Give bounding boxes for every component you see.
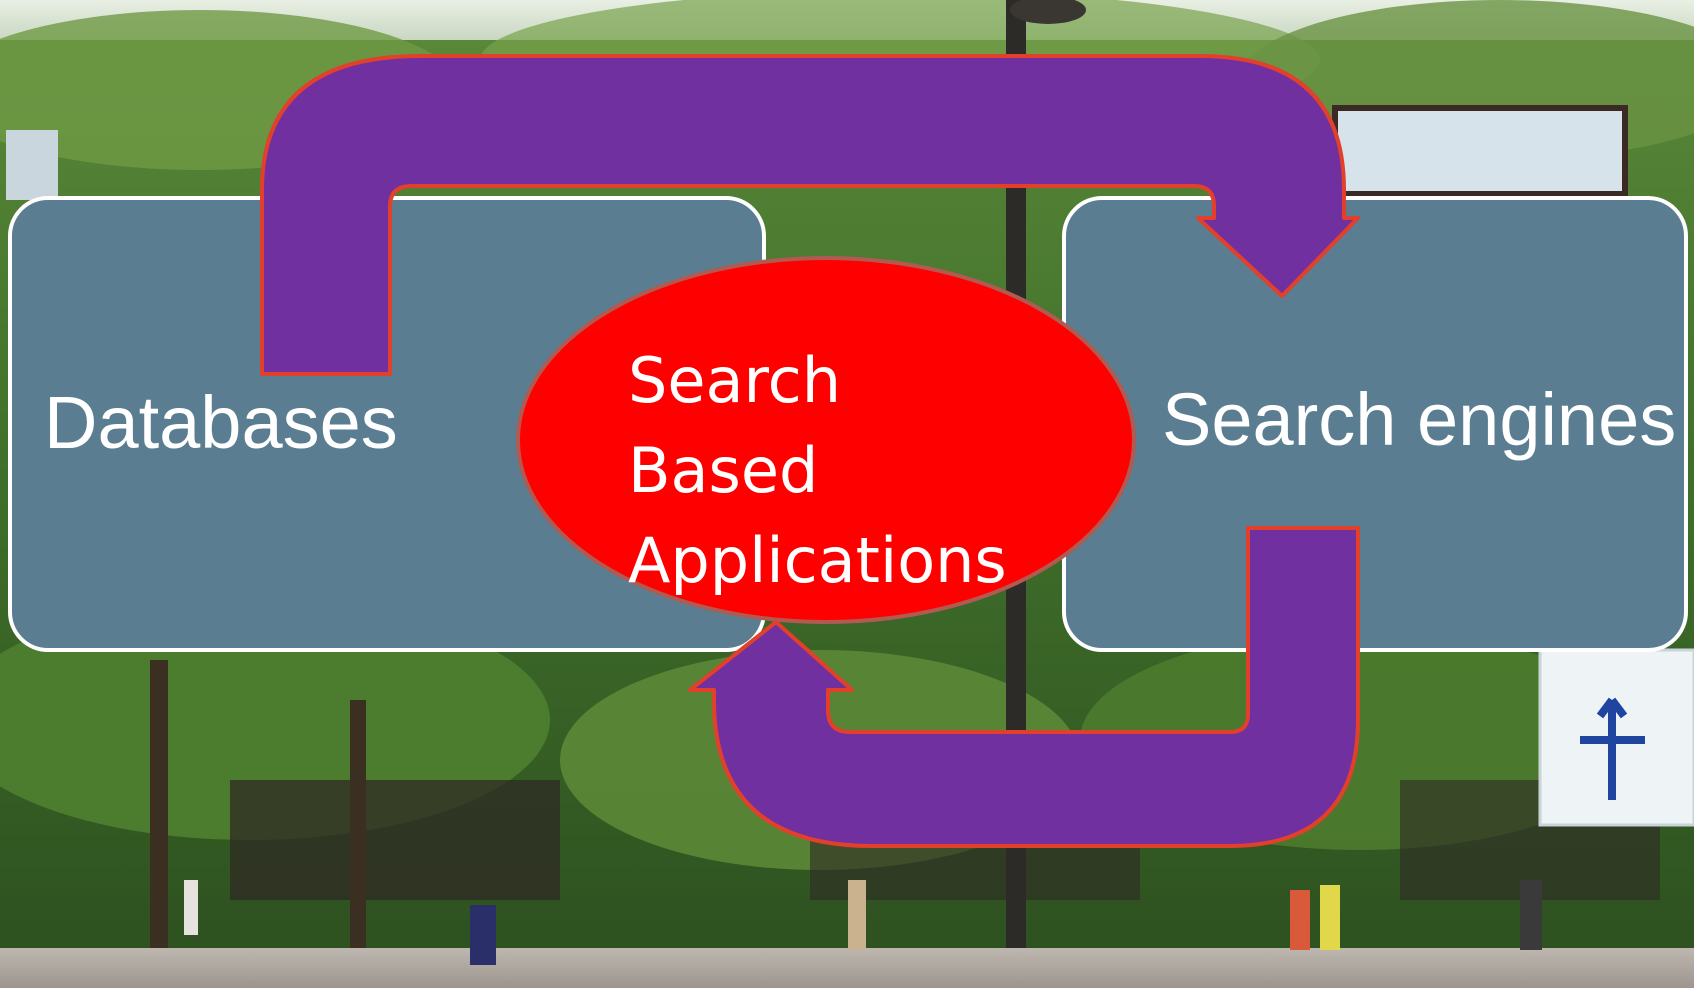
hub-label-line-3: Applications (628, 524, 1007, 597)
search-based-applications-ellipse (516, 256, 1136, 624)
search-engines-box (1062, 196, 1688, 652)
hub-label-line-2: Based (628, 434, 819, 507)
hub-label: Search Based Applications (628, 336, 1007, 606)
arrow-search-engines-to-hub (688, 526, 1360, 848)
search-engines-label: Search engines (1162, 378, 1677, 461)
arrow-databases-to-search-engines (260, 54, 1360, 376)
hub-label-line-1: Search (628, 344, 842, 417)
databases-label: Databases (44, 381, 398, 464)
